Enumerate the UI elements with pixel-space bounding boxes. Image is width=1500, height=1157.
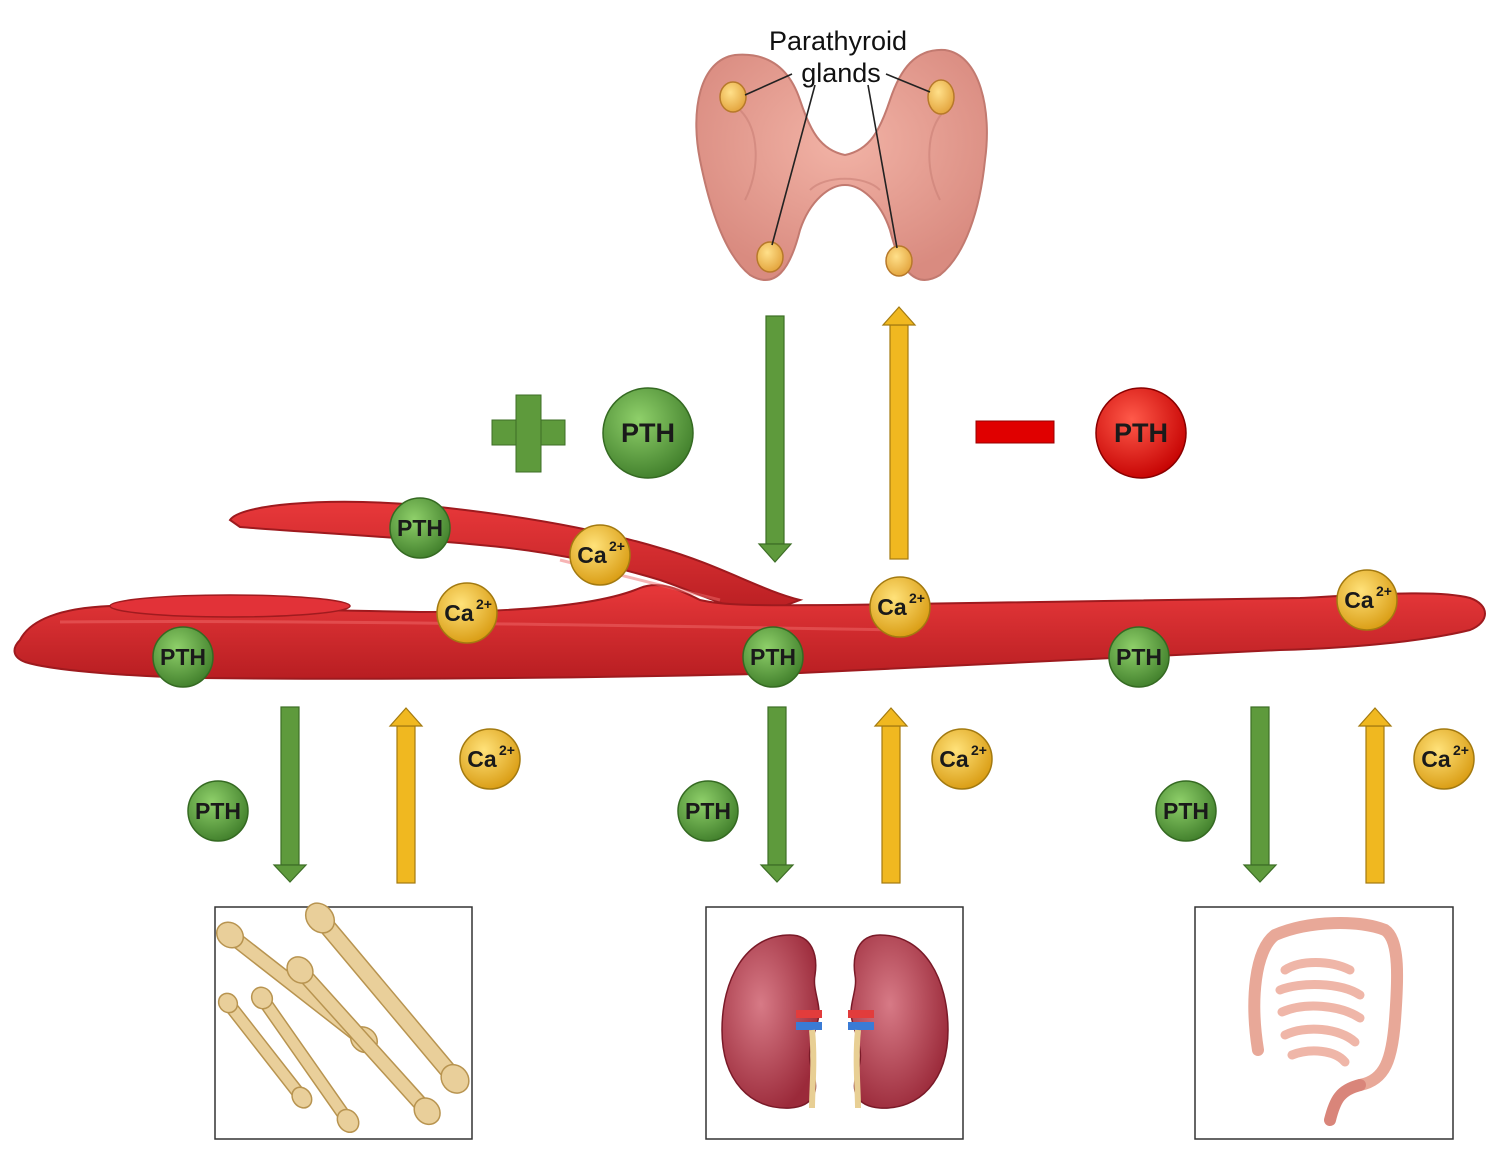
calcium-ball: Ca 2+ xyxy=(931,728,993,790)
parathyroid-gland xyxy=(719,81,747,113)
intestine-panel xyxy=(1194,906,1454,1140)
svg-text:2+: 2+ xyxy=(499,742,515,758)
arrow-pth-down-thyroid xyxy=(757,315,793,563)
pth-ball: PTH xyxy=(742,626,804,688)
svg-text:PTH: PTH xyxy=(1116,644,1162,670)
bone-panel xyxy=(214,902,473,1140)
kidney-panel xyxy=(705,906,964,1140)
plus-icon xyxy=(491,394,566,473)
svg-text:Ca: Ca xyxy=(939,746,969,772)
svg-text:PTH: PTH xyxy=(160,644,206,670)
arrow-ca-up-bone xyxy=(388,707,424,884)
svg-text:PTH: PTH xyxy=(397,515,443,541)
pth-negative-badge: PTH xyxy=(1095,387,1187,479)
svg-text:2+: 2+ xyxy=(609,538,625,554)
svg-text:2+: 2+ xyxy=(476,596,492,612)
pth-ball: PTH xyxy=(677,780,739,842)
pth-negative-label: PTH xyxy=(1114,418,1168,448)
svg-text:Ca: Ca xyxy=(467,746,497,772)
parathyroid-gland xyxy=(927,79,955,115)
svg-text:Ca: Ca xyxy=(1344,587,1374,613)
calcium-ball: Ca 2+ xyxy=(459,728,521,790)
svg-text:Ca: Ca xyxy=(1421,746,1451,772)
pth-ball: PTH xyxy=(152,626,214,688)
arrow-ca-up-kidney xyxy=(873,707,909,884)
calcium-ball: Ca 2+ xyxy=(569,524,631,586)
calcium-ball: Ca 2+ xyxy=(436,582,498,644)
minus-icon xyxy=(975,420,1055,444)
pth-ball: PTH xyxy=(1108,626,1170,688)
calcium-ball: Ca 2+ xyxy=(1336,569,1398,631)
arrow-pth-down-intestine xyxy=(1242,706,1278,883)
bone-icon xyxy=(215,902,470,1134)
svg-text:Ca: Ca xyxy=(577,542,607,568)
parathyroid-gland xyxy=(885,245,913,277)
gland-leader-lines xyxy=(744,73,931,249)
parathyroid-gland xyxy=(756,241,784,273)
pth-ball: PTH xyxy=(187,780,249,842)
calcium-ball: Ca 2+ xyxy=(869,576,931,638)
arrow-ca-up-intestine xyxy=(1357,707,1393,884)
calcium-ball: Ca 2+ xyxy=(1413,728,1475,790)
pth-positive-badge: PTH xyxy=(602,387,694,479)
svg-text:2+: 2+ xyxy=(1376,583,1392,599)
svg-text:Ca: Ca xyxy=(444,600,474,626)
svg-text:2+: 2+ xyxy=(1453,742,1469,758)
arrow-pth-down-bone xyxy=(272,706,308,883)
svg-text:PTH: PTH xyxy=(195,798,241,824)
svg-text:2+: 2+ xyxy=(971,742,987,758)
parathyroid-glands xyxy=(719,79,955,277)
pth-ball: PTH xyxy=(389,497,451,559)
svg-text:PTH: PTH xyxy=(685,798,731,824)
pth-positive-label: PTH xyxy=(621,418,675,448)
arrow-ca-up-thyroid xyxy=(881,306,917,560)
parathyroid-label-line1: Parathyroid xyxy=(769,26,907,56)
thyroid-gland xyxy=(695,48,988,281)
pth-ball: PTH xyxy=(1155,780,1217,842)
svg-text:Ca: Ca xyxy=(877,594,907,620)
arrow-pth-down-kidney xyxy=(759,706,795,883)
svg-text:PTH: PTH xyxy=(750,644,796,670)
intestine-icon xyxy=(1248,917,1404,1126)
kidney-icon xyxy=(721,934,949,1109)
svg-text:2+: 2+ xyxy=(909,590,925,606)
parathyroid-label-line2: glands xyxy=(801,58,881,88)
svg-text:PTH: PTH xyxy=(1163,798,1209,824)
